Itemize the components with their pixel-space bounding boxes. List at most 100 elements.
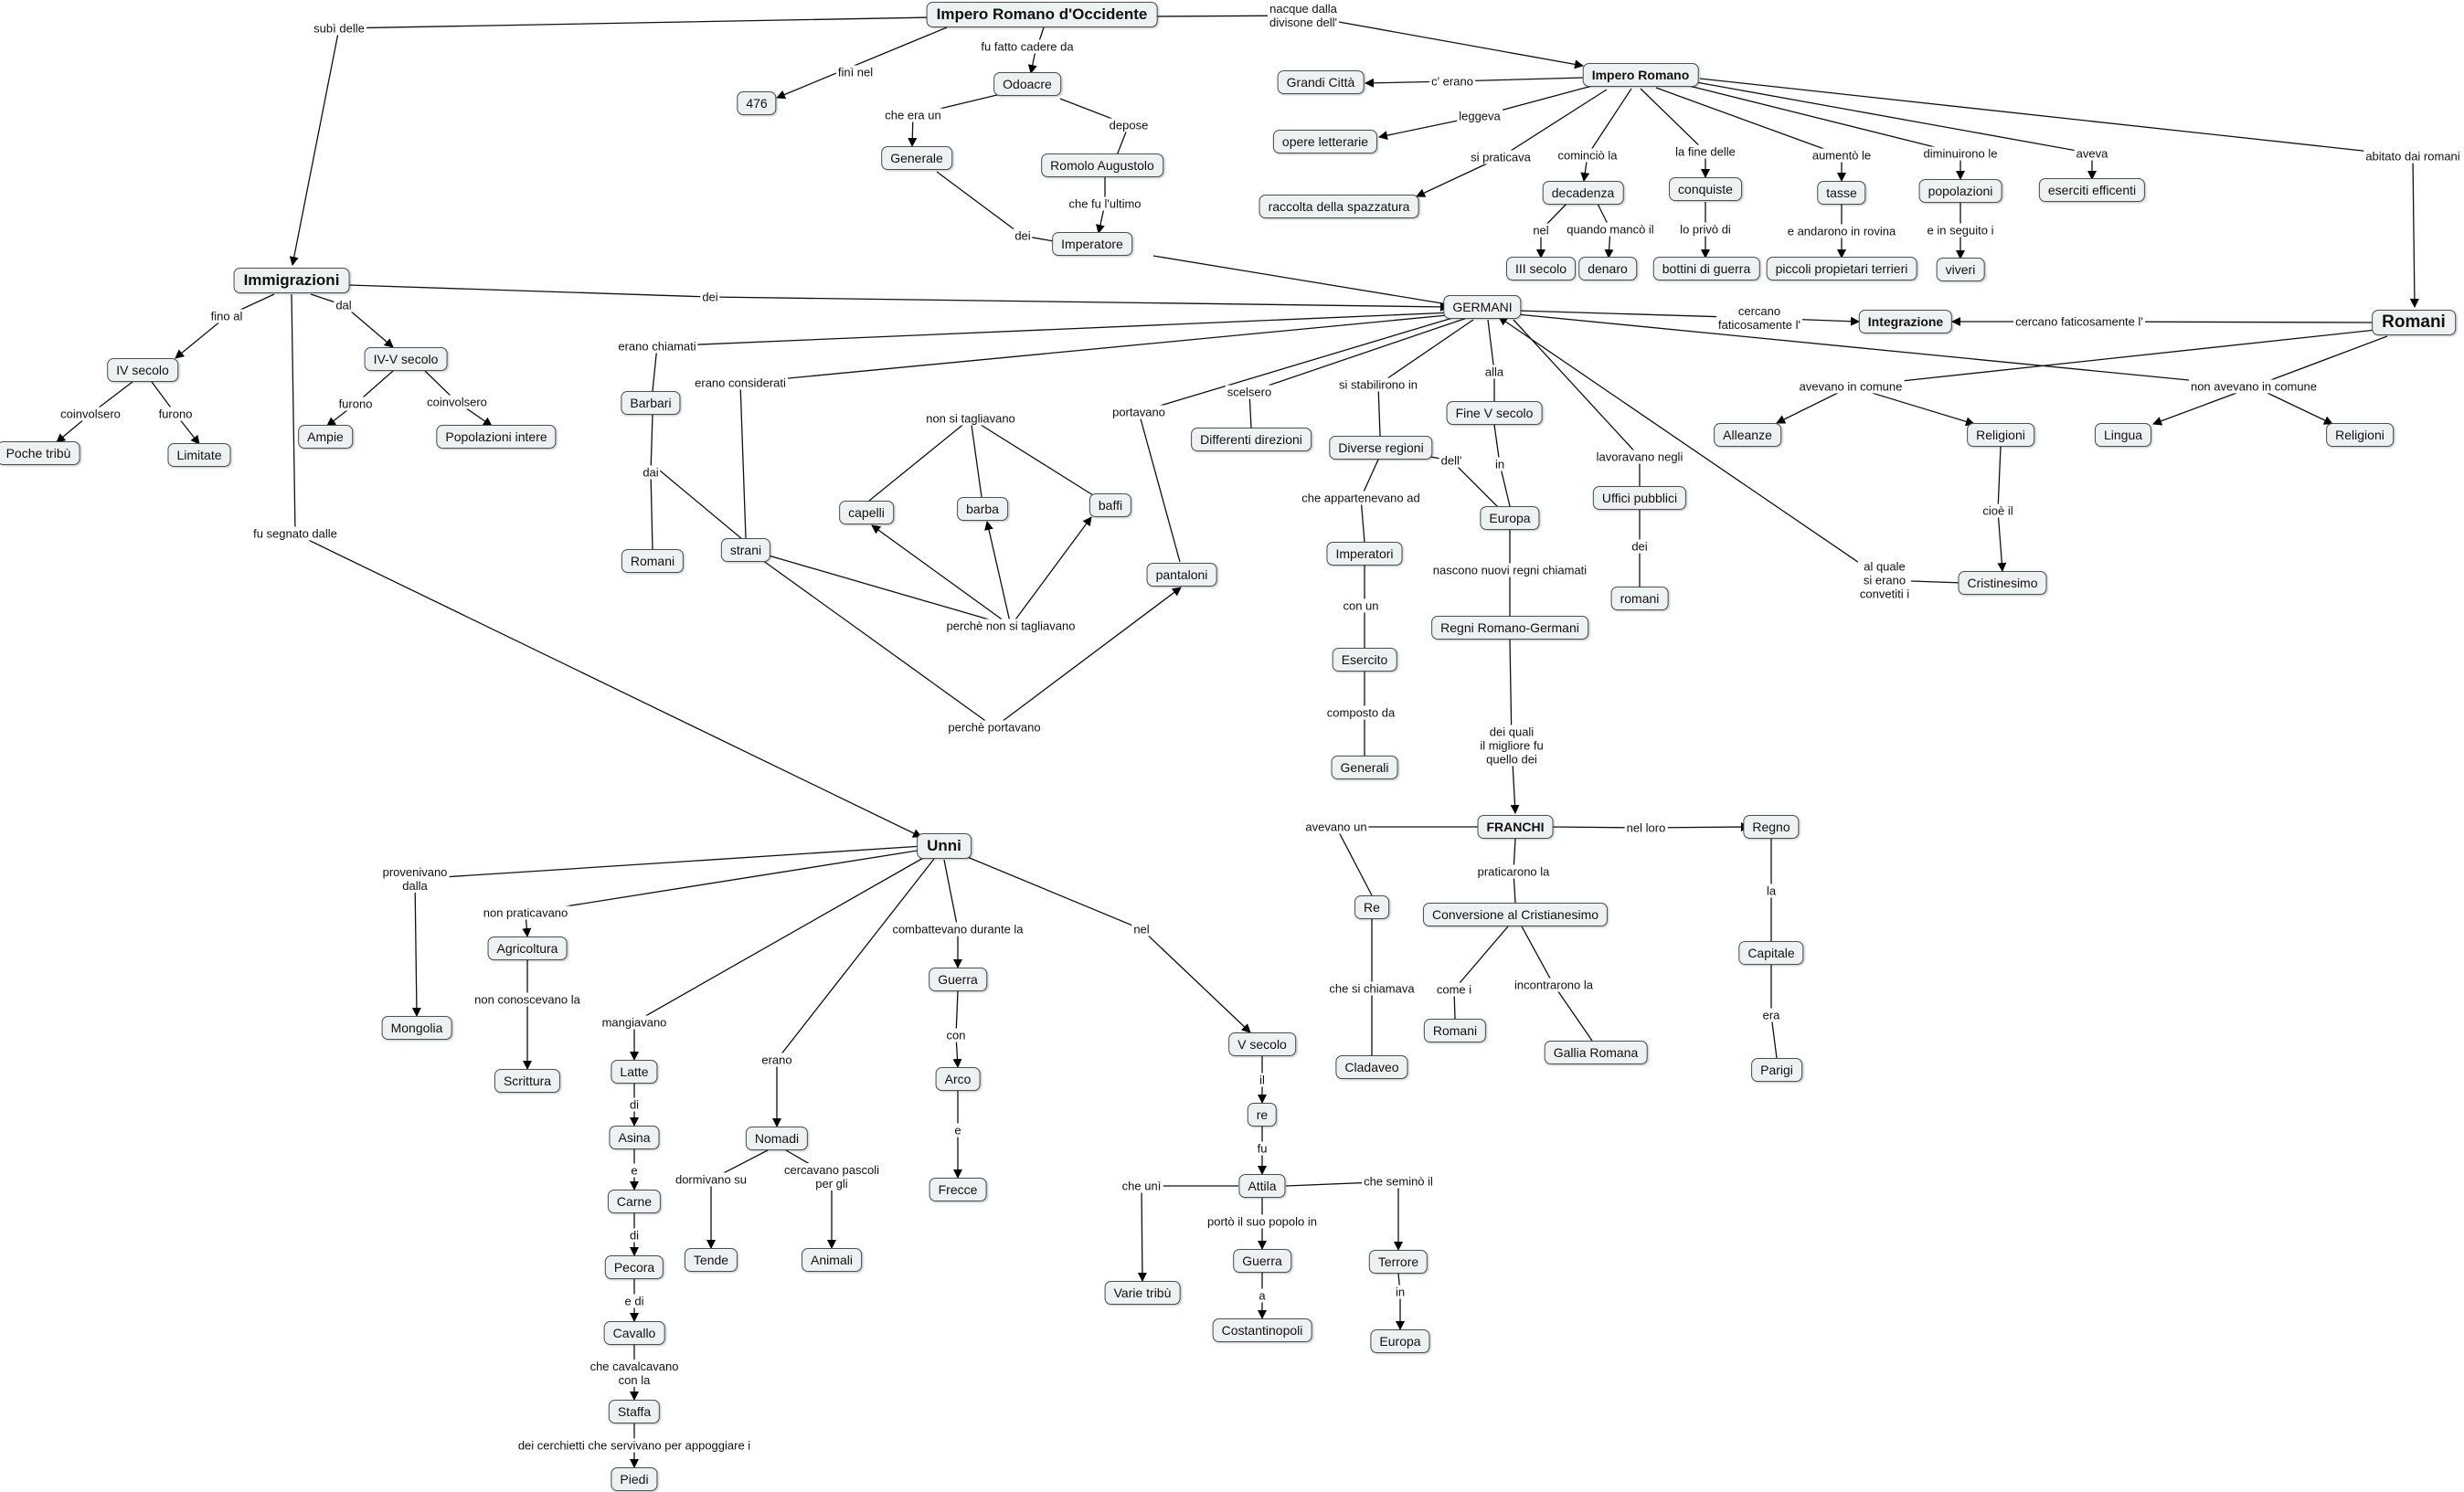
node-parigi[interactable]: Parigi	[1751, 1058, 1802, 1082]
node-uffici-pubblici[interactable]: Uffici pubblici	[1592, 486, 1687, 510]
node-capitale[interactable]: Capitale	[1738, 941, 1804, 965]
node-attila[interactable]: Attila	[1238, 1174, 1286, 1198]
node-europa-2[interactable]: Europa	[1370, 1329, 1430, 1353]
node-frecce[interactable]: Frecce	[929, 1178, 987, 1201]
node-religioni-2[interactable]: Religioni	[2326, 423, 2394, 447]
node-franchi[interactable]: FRANCHI	[1477, 815, 1554, 839]
node-ampie[interactable]: Ampie	[298, 425, 353, 449]
node-romolo-augustolo[interactable]: Romolo Augustolo	[1041, 153, 1163, 177]
link-label: era	[1760, 1008, 1782, 1022]
node-grandi-citta[interactable]: Grandi Città	[1277, 70, 1365, 94]
node-unni[interactable]: Unni	[917, 833, 972, 859]
node-diverse-regioni[interactable]: Diverse regioni	[1329, 436, 1433, 460]
node-iv-secolo[interactable]: IV secolo	[107, 358, 178, 382]
node-eserciti-efficenti[interactable]: eserciti efficenti	[2038, 178, 2146, 202]
node-barbari[interactable]: Barbari	[621, 391, 681, 415]
node-staffa[interactable]: Staffa	[608, 1400, 661, 1423]
node-varie-tribu[interactable]: Varie tribù	[1104, 1281, 1181, 1305]
node-iii-secolo[interactable]: III secolo	[1505, 257, 1577, 280]
node-cavallo[interactable]: Cavallo	[603, 1321, 665, 1345]
node-cristinesimo[interactable]: Cristinesimo	[1958, 571, 2047, 595]
node-strani[interactable]: strani	[720, 538, 771, 562]
link-label: nel loro	[1624, 820, 1668, 835]
node-poche-tribu[interactable]: Poche tribù	[0, 441, 80, 465]
node-v-secolo[interactable]: V secolo	[1228, 1032, 1296, 1056]
node-agricoltura[interactable]: Agricoltura	[487, 936, 568, 960]
link-label: composto da	[1324, 705, 1397, 720]
node-guerra-attila[interactable]: Guerra	[1233, 1249, 1291, 1273]
node-asina[interactable]: Asina	[609, 1126, 660, 1149]
node-differenti-direzioni[interactable]: Differenti direzioni	[1191, 428, 1312, 451]
link-label: furono	[156, 407, 195, 421]
node-piedi[interactable]: Piedi	[611, 1467, 658, 1491]
link-label: alla	[1482, 365, 1506, 379]
node-fine-v-secolo[interactable]: Fine V secolo	[1446, 401, 1543, 425]
node-476[interactable]: 476	[737, 91, 777, 115]
node-mongolia[interactable]: Mongolia	[381, 1016, 452, 1040]
node-romani-uffici[interactable]: romani	[1610, 587, 1669, 610]
link-label: non si tagliavano	[924, 411, 1017, 426]
node-conversione[interactable]: Conversione al Cristianesimo	[1422, 903, 1609, 926]
node-piccoli-proprietari[interactable]: piccoli propietari terrieri	[1766, 257, 1917, 280]
node-imperatori[interactable]: Imperatori	[1326, 542, 1403, 566]
node-romani-franchi[interactable]: Romani	[1423, 1019, 1487, 1042]
connector-line	[1695, 81, 2097, 180]
node-regno[interactable]: Regno	[1743, 815, 1800, 839]
node-odoacre[interactable]: Odoacre	[993, 72, 1061, 96]
node-re[interactable]: Re	[1354, 895, 1389, 919]
node-raccolta-spazzatura[interactable]: raccolta della spazzatura	[1259, 195, 1419, 218]
node-tende[interactable]: Tende	[684, 1248, 738, 1272]
link-label: non avevano in comune	[2188, 379, 2320, 394]
node-costantinopoli[interactable]: Costantinopoli	[1212, 1318, 1312, 1342]
node-pecora[interactable]: Pecora	[604, 1255, 664, 1279]
node-decadenza[interactable]: decadenza	[1542, 181, 1624, 205]
link-label: dei	[1630, 539, 1650, 554]
connector-line	[1027, 26, 1045, 74]
node-nomadi[interactable]: Nomadi	[745, 1127, 809, 1150]
node-esercito[interactable]: Esercito	[1332, 648, 1397, 672]
node-guerra[interactable]: Guerra	[929, 968, 987, 991]
node-capelli[interactable]: capelli	[839, 501, 894, 524]
connector-line	[1334, 826, 1482, 896]
node-impero-occidente[interactable]: Impero Romano d'Occidente	[926, 2, 1158, 27]
node-re-attila[interactable]: re	[1247, 1103, 1278, 1127]
node-generale[interactable]: Generale	[881, 146, 952, 170]
node-barba[interactable]: barba	[957, 497, 1008, 521]
node-europa[interactable]: Europa	[1480, 506, 1540, 530]
node-viveri[interactable]: viveri	[1936, 258, 1985, 281]
node-latte[interactable]: Latte	[611, 1060, 658, 1084]
node-generali[interactable]: Generali	[1331, 756, 1398, 779]
node-baffi[interactable]: baffi	[1089, 493, 1132, 517]
node-denaro[interactable]: denaro	[1578, 257, 1637, 280]
link-label: fino al	[208, 309, 245, 323]
node-popolazioni[interactable]: popolazioni	[1918, 179, 2002, 203]
node-carne[interactable]: Carne	[607, 1190, 662, 1213]
node-arco[interactable]: Arco	[935, 1067, 981, 1091]
node-popolazioni-intere[interactable]: Popolazioni intere	[436, 425, 557, 449]
node-alleanze[interactable]: Alleanze	[1714, 423, 1781, 447]
node-regni-romano-germani[interactable]: Regni Romano-Germani	[1431, 616, 1588, 640]
node-terrore[interactable]: Terrore	[1368, 1250, 1428, 1274]
node-integrazione[interactable]: Integrazione	[1858, 310, 1953, 333]
node-limitate[interactable]: Limitate	[167, 443, 231, 467]
node-romani-main[interactable]: Romani	[2372, 310, 2456, 335]
node-immigrazioni[interactable]: Immigrazioni	[233, 268, 350, 293]
link-label: subì delle	[312, 21, 366, 36]
node-gallia-romana[interactable]: Gallia Romana	[1544, 1041, 1648, 1064]
node-pantaloni[interactable]: pantaloni	[1146, 563, 1217, 587]
node-conquiste[interactable]: conquiste	[1669, 177, 1742, 201]
node-scrittura[interactable]: Scrittura	[494, 1069, 561, 1093]
node-religioni[interactable]: Religioni	[1967, 423, 2034, 447]
node-romani-barbari[interactable]: Romani	[621, 549, 685, 573]
node-imperatore[interactable]: Imperatore	[1052, 232, 1132, 256]
node-bottini[interactable]: bottini di guerra	[1652, 257, 1760, 280]
node-germani[interactable]: GERMANI	[1443, 295, 1522, 319]
node-tasse[interactable]: tasse	[1817, 181, 1866, 205]
link-label: erano considerati	[693, 376, 788, 390]
node-cladaveo[interactable]: Cladaveo	[1335, 1055, 1408, 1079]
node-lingua[interactable]: Lingua	[2094, 423, 2152, 447]
node-impero-romano[interactable]: Impero Romano	[1582, 63, 1699, 87]
node-opere-letterarie[interactable]: opere letterarie	[1272, 130, 1378, 153]
node-iv-v-secolo[interactable]: IV-V secolo	[364, 347, 448, 371]
node-animali[interactable]: Animali	[802, 1248, 862, 1272]
